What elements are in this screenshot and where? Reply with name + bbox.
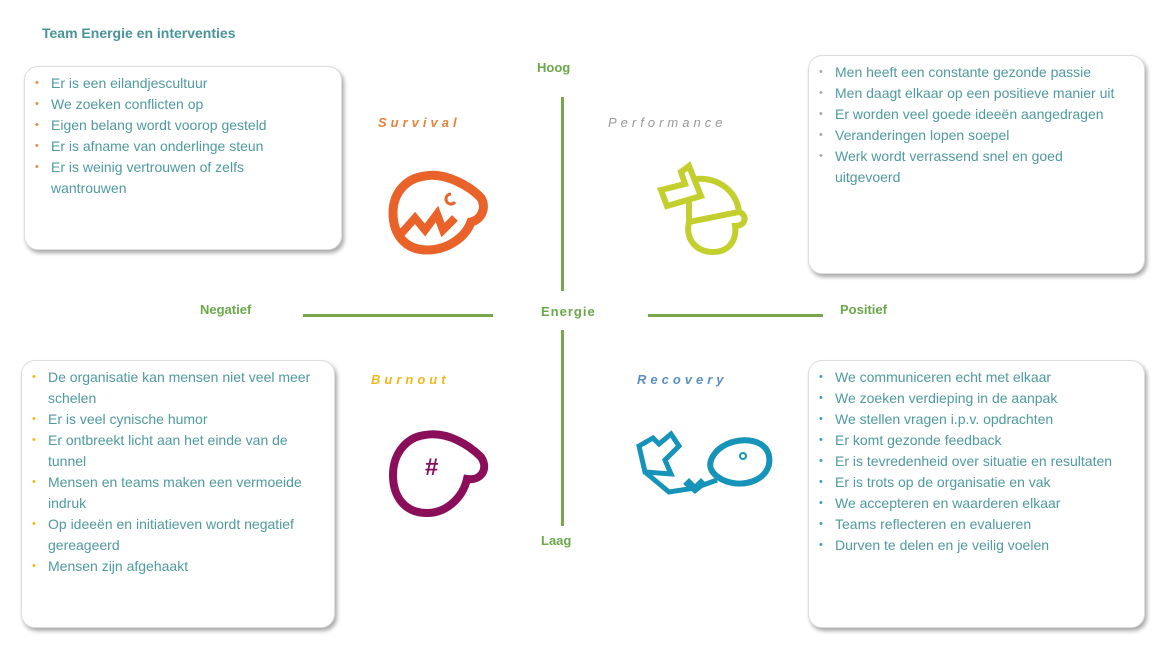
list-item: Men daagt elkaar op een positieve manier… <box>819 83 1134 104</box>
list-item: Eigen belang wordt voorop gesteld <box>35 115 331 136</box>
axis-horizontal-right <box>648 314 823 317</box>
page-title: Team Energie en interventies <box>42 25 236 41</box>
quadrant-label-burnout: Burnout <box>371 372 450 387</box>
list-item: Teams reflecteren en evalueren <box>819 514 1134 535</box>
survival-box: Er is een eilandjescultuur We zoeken con… <box>24 66 342 250</box>
list-item: Er is een eilandjescultuur <box>35 73 331 94</box>
list-item: Er worden veel goede ideeën aangedragen <box>819 104 1134 125</box>
axis-label-center: Energie <box>541 304 596 319</box>
performance-face-icon <box>657 161 748 256</box>
list-item: We zoeken verdieping in de aanpak <box>819 388 1134 409</box>
list-item: Werk wordt verrassend snel en goed uitge… <box>819 146 1085 188</box>
axis-label-low: Laag <box>541 533 572 548</box>
list-item: Er is veel cynische humor <box>32 409 324 430</box>
burnout-face-icon: # <box>388 430 489 518</box>
axis-vertical-top <box>561 97 564 291</box>
list-item: Durven te delen en je veilig voelen <box>819 535 1134 556</box>
list-item: Men heeft een constante gezonde passie <box>819 62 1134 83</box>
list-item: We stellen vragen i.p.v. opdrachten <box>819 409 1134 430</box>
list-item: Er is trots op de organisatie en vak <box>819 472 1134 493</box>
list-item: We accepteren en waarderen elkaar <box>819 493 1134 514</box>
list-item: Mensen zijn afgehaakt <box>32 556 324 577</box>
list-item: We communiceren echt met elkaar <box>819 367 1134 388</box>
axis-vertical-bottom <box>561 330 564 526</box>
axis-horizontal-left <box>303 314 493 317</box>
quadrant-label-performance: Performance <box>608 115 727 130</box>
quadrant-label-survival: Survival <box>378 115 461 130</box>
survival-face-icon <box>388 170 488 255</box>
list-item: Op ideeën en initiatieven wordt negatief… <box>32 514 324 556</box>
recovery-waving-face-icon <box>636 430 773 495</box>
list-item: We zoeken conflicten op <box>35 94 331 115</box>
burnout-box: De organisatie kan mensen niet veel meer… <box>21 360 335 628</box>
axis-label-high: Hoog <box>537 60 571 75</box>
quadrant-label-recovery: Recovery <box>637 372 728 387</box>
list-item: Veranderingen lopen soepel <box>819 125 1134 146</box>
performance-box: Men heeft een constante gezonde passie M… <box>808 55 1145 274</box>
list-item: Er is weinig vertrouwen of zelfs wantrou… <box>35 157 271 199</box>
recovery-box: We communiceren echt met elkaar We zoeke… <box>808 360 1145 628</box>
svg-text:#: # <box>425 454 438 481</box>
list-item: Er komt gezonde feedback <box>819 430 1134 451</box>
list-item: Er ontbreekt licht aan het einde van de … <box>32 430 324 472</box>
list-item: Er is tevredenheid over situatie en resu… <box>819 451 1134 472</box>
list-item: Er is afname van onderlinge steun <box>35 136 331 157</box>
axis-label-positive: Positief <box>840 302 887 317</box>
axis-label-negative: Negatief <box>200 302 252 317</box>
list-item: De organisatie kan mensen niet veel meer… <box>32 367 324 409</box>
list-item: Mensen en teams maken een vermoeide indr… <box>32 472 324 514</box>
